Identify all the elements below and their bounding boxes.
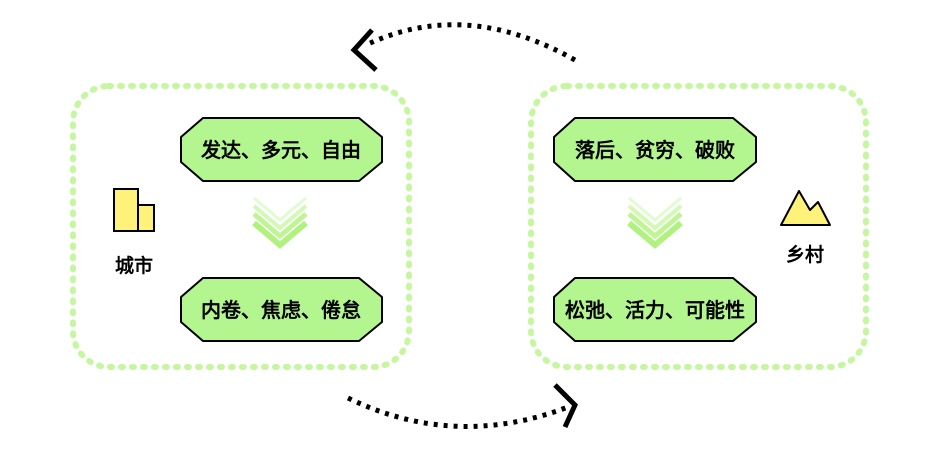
- bottom-cycle-arrow-icon: [346, 383, 578, 429]
- village-bottom-text: 松弛、活力、可能性: [565, 298, 745, 322]
- city-bottom-box: 内卷、焦虑、倦怠: [180, 277, 383, 342]
- village-label: 乡村: [786, 243, 824, 266]
- village-chevron-down-icon: [627, 196, 683, 249]
- city-top-text: 发达、多元、自由: [200, 138, 361, 162]
- village-panel: [528, 83, 869, 370]
- top-cycle-arrow-icon: [350, 22, 577, 72]
- building-icon: [113, 188, 155, 232]
- mountain-icon: [780, 190, 831, 226]
- city-label: 城市: [115, 254, 153, 277]
- city-chevron-down-icon: [252, 196, 308, 249]
- city-bottom-text: 内卷、焦虑、倦怠: [201, 298, 361, 322]
- village-top-text: 落后、贫穷、破败: [575, 138, 735, 162]
- village-top-box: 落后、贫穷、破败: [553, 117, 757, 182]
- city-panel: [70, 83, 412, 370]
- city-top-box: 发达、多元、自由: [180, 117, 383, 182]
- village-bottom-box: 松弛、活力、可能性: [553, 277, 757, 342]
